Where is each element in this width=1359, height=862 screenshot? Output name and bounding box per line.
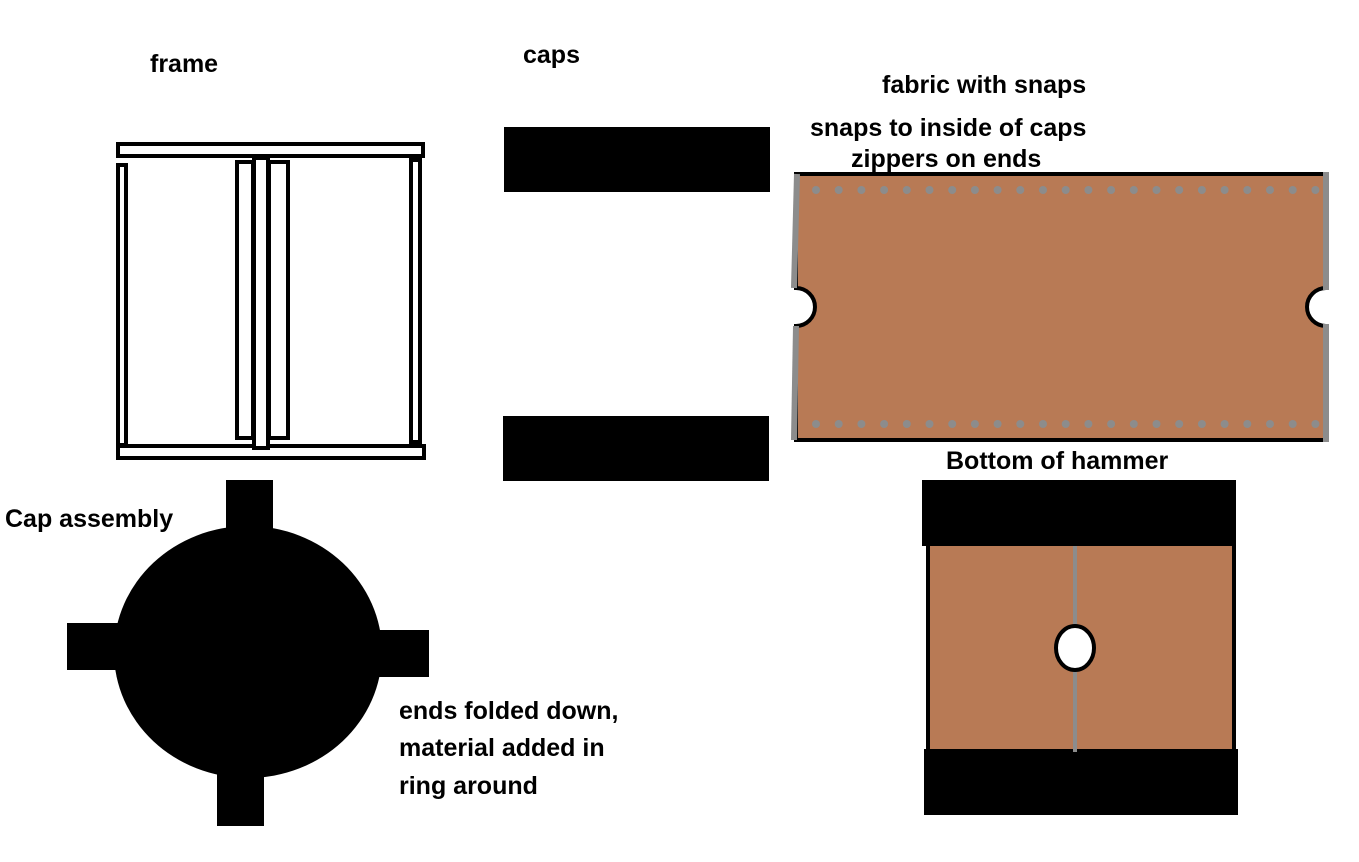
snap-dot-bottom [1311, 420, 1320, 428]
snap-dot-top [1175, 186, 1184, 194]
fabric-title-label: fabric with snaps [882, 71, 1087, 99]
cap-bottom [503, 416, 769, 481]
snap-dot-top [1084, 186, 1093, 194]
snap-dot-top [1311, 186, 1320, 194]
snap-dot-bottom [902, 420, 911, 428]
hammer-cap-top [922, 480, 1236, 546]
snap-dot-top [993, 186, 1002, 194]
cap-assembly-tab-top [226, 480, 273, 540]
ends-note-line2: material added in [399, 734, 605, 762]
hammer-center-hole [1054, 624, 1096, 672]
snap-dot-top [1220, 186, 1229, 194]
hammer-cap-bottom [924, 749, 1238, 815]
snap-dot-top [1266, 186, 1274, 194]
snap-dot-top [857, 186, 866, 194]
snap-dot-top [948, 186, 957, 194]
zipper-left-bottom [791, 325, 799, 441]
frame-right-post [409, 158, 422, 444]
snap-dot-top [925, 186, 934, 194]
caps-label: caps [523, 41, 580, 69]
snap-dot-bottom [993, 420, 1002, 428]
fabric-note-snaps: snaps to inside of caps [810, 114, 1087, 142]
snap-dot-bottom [834, 420, 843, 428]
snap-dot-bottom [1061, 420, 1070, 428]
snap-dot-bottom [1220, 420, 1229, 428]
snap-dot-bottom [1197, 420, 1206, 428]
cap-top [504, 127, 770, 192]
fabric-body [794, 172, 1328, 442]
zipper-left-top [791, 173, 800, 289]
cap-assembly-tab-right [370, 630, 429, 677]
snap-dot-top [1152, 186, 1161, 194]
snap-dot-top [1039, 186, 1047, 194]
snap-dot-bottom [812, 420, 820, 428]
snap-dot-bottom [1288, 420, 1297, 428]
bottom-of-hammer-drawing [922, 480, 1238, 815]
bottom-of-hammer-label: Bottom of hammer [946, 447, 1169, 475]
snap-dot-top [1016, 186, 1025, 194]
snap-dot-bottom [880, 420, 889, 428]
frame-center-left-rail [235, 160, 255, 440]
snap-dot-bottom [1084, 420, 1093, 428]
cap-assembly-label: Cap assembly [5, 505, 174, 533]
snap-dot-bottom [1152, 420, 1161, 428]
fabric-note-zippers: zippers on ends [851, 145, 1042, 173]
frame-drawing [116, 142, 426, 460]
snap-dot-bottom [925, 420, 934, 428]
cap-assembly-disc [114, 526, 382, 778]
frame-center-rod [252, 156, 270, 450]
frame-bottom-bar [116, 444, 426, 460]
cap-assembly-tab-left [67, 623, 127, 670]
snap-dot-top [1243, 186, 1252, 194]
snap-dot-top [1107, 186, 1116, 194]
snap-dot-top [970, 186, 979, 194]
frame-label: frame [150, 50, 219, 78]
ends-note-line3: ring around [399, 772, 538, 800]
frame-center-right-rail [267, 160, 290, 440]
snap-dot-top [1129, 186, 1138, 194]
snap-dot-top [880, 186, 889, 194]
fabric-panel [791, 172, 1329, 442]
snap-dot-bottom [1129, 420, 1138, 428]
cap-assembly-drawing [67, 480, 429, 826]
snap-dot-bottom [1107, 420, 1116, 428]
snap-dot-top [902, 186, 911, 194]
snap-dot-bottom [1016, 420, 1025, 428]
snap-dot-top [812, 186, 820, 194]
snap-dot-top [1061, 186, 1070, 194]
snap-row-group [812, 186, 1320, 428]
ends-note-line1: ends folded down, [399, 697, 619, 725]
snap-dot-bottom [1266, 420, 1274, 428]
snap-dot-top [834, 186, 843, 194]
cap-assembly-tab-bottom [217, 765, 264, 826]
frame-left-post [116, 163, 128, 447]
snap-dot-bottom [948, 420, 957, 428]
snap-dot-bottom [1243, 420, 1252, 428]
snap-dot-top [1288, 186, 1297, 194]
snap-dot-top [1197, 186, 1206, 194]
snap-dot-bottom [1175, 420, 1184, 428]
snap-dot-bottom [1039, 420, 1047, 428]
frame-top-bar [116, 142, 425, 158]
snap-dot-bottom [970, 420, 979, 428]
snap-dot-bottom [857, 420, 866, 428]
